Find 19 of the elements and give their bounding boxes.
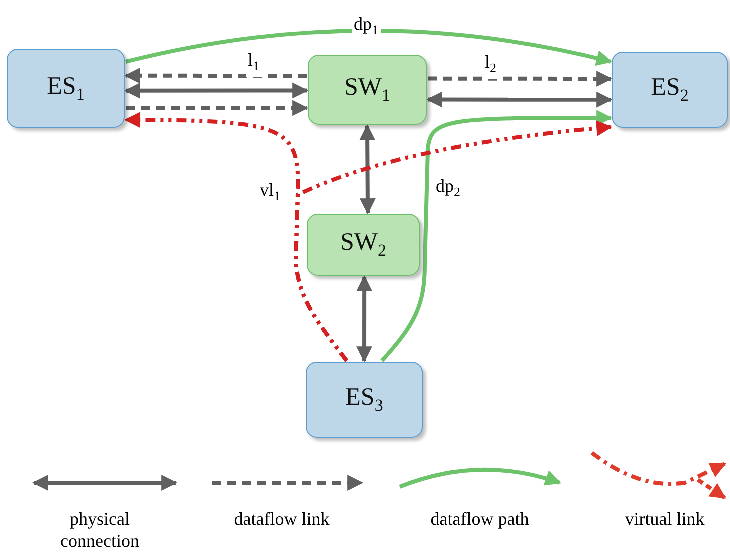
dashed-arrow [294, 120, 613, 362]
arrow [126, 29, 613, 66]
dashed-arrow [126, 100, 309, 116]
arrow [360, 124, 376, 215]
dashed-arrow [428, 70, 613, 87]
legend-label: physical connection [60, 508, 140, 552]
legend-label: dataflow link [233, 508, 331, 530]
end-system-box: ES$_{3}$ [306, 362, 423, 438]
dashed-arrow [124, 68, 307, 84]
end-system-box: ES$_{1}$ [7, 49, 125, 128]
arrow [124, 82, 309, 99]
legend-label: dataflow path [430, 508, 530, 530]
end-system-box: ES$_{2}$ [612, 52, 728, 128]
switch-box: SW$_{1}$ [308, 55, 427, 125]
legend-label: virtual link [624, 508, 706, 530]
switch-box: SW$_{2}$ [307, 214, 420, 276]
arrow [356, 275, 373, 363]
arrow [426, 92, 613, 108]
arrow [380, 110, 613, 362]
